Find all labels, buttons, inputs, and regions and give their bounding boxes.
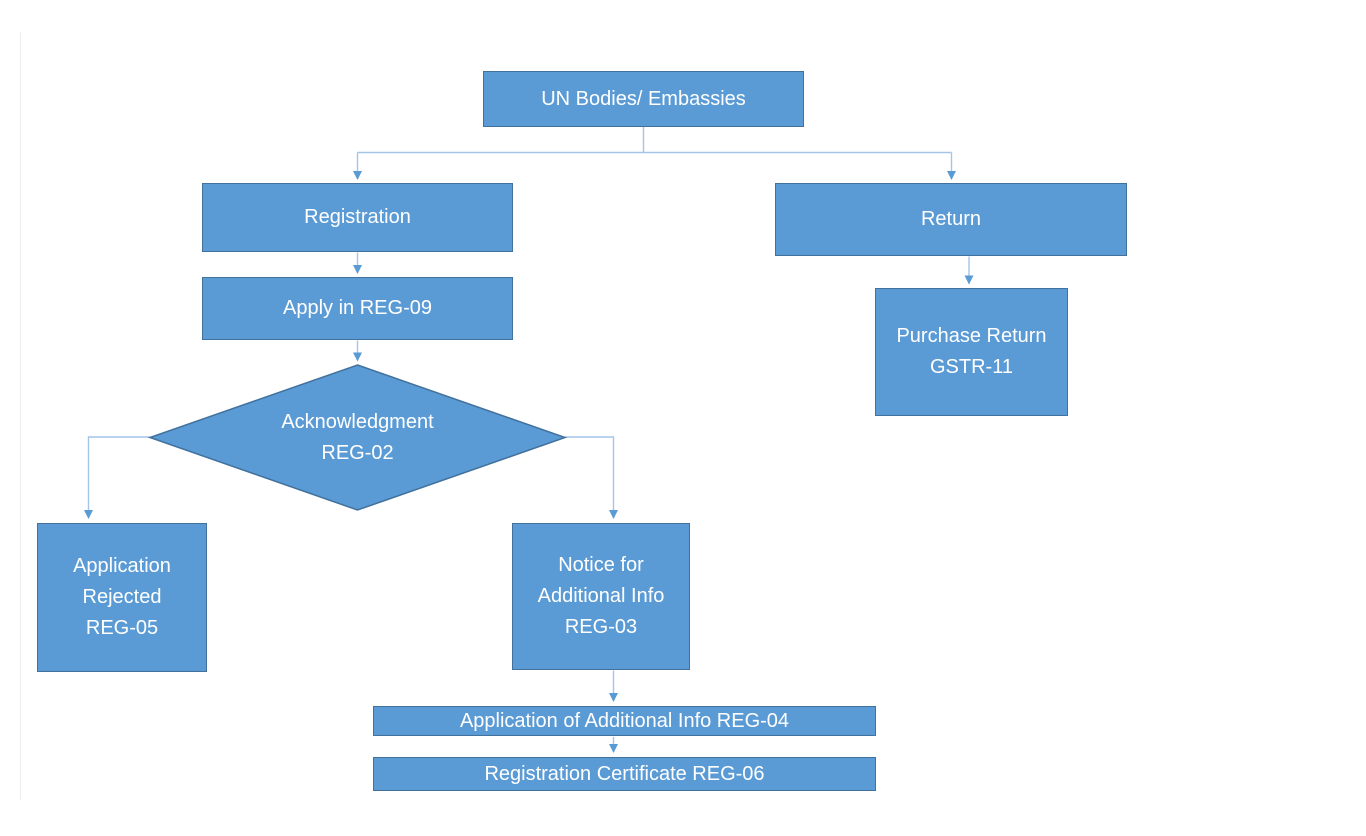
node-un-bodies-embassies: UN Bodies/ Embassies <box>483 71 804 127</box>
node-registration-certificate-reg06: Registration Certificate REG-06 <box>373 757 876 791</box>
node-notice-additional-info-reg03: Notice for Additional Info REG-03 <box>512 523 690 670</box>
connector-acknowledgment-to-rejected <box>84 436 150 519</box>
connector-acknowledgment-to-notice <box>565 436 618 519</box>
node-purchase-return-gstr11: Purchase Return GSTR-11 <box>875 288 1068 416</box>
node-application-additional-info-reg04: Application of Additional Info REG-04 <box>373 706 876 736</box>
decision-diamond-shape <box>147 364 568 511</box>
node-apply-reg09: Apply in REG-09 <box>202 277 513 340</box>
node-application-rejected-reg05: Application Rejected REG-05 <box>37 523 207 672</box>
node-registration: Registration <box>202 183 513 252</box>
connector-root-rail <box>357 127 952 154</box>
node-acknowledgment-reg02-label: Acknowledgment REG-02 <box>281 411 434 464</box>
node-return: Return <box>775 183 1127 256</box>
page-edge-line <box>20 32 21 800</box>
